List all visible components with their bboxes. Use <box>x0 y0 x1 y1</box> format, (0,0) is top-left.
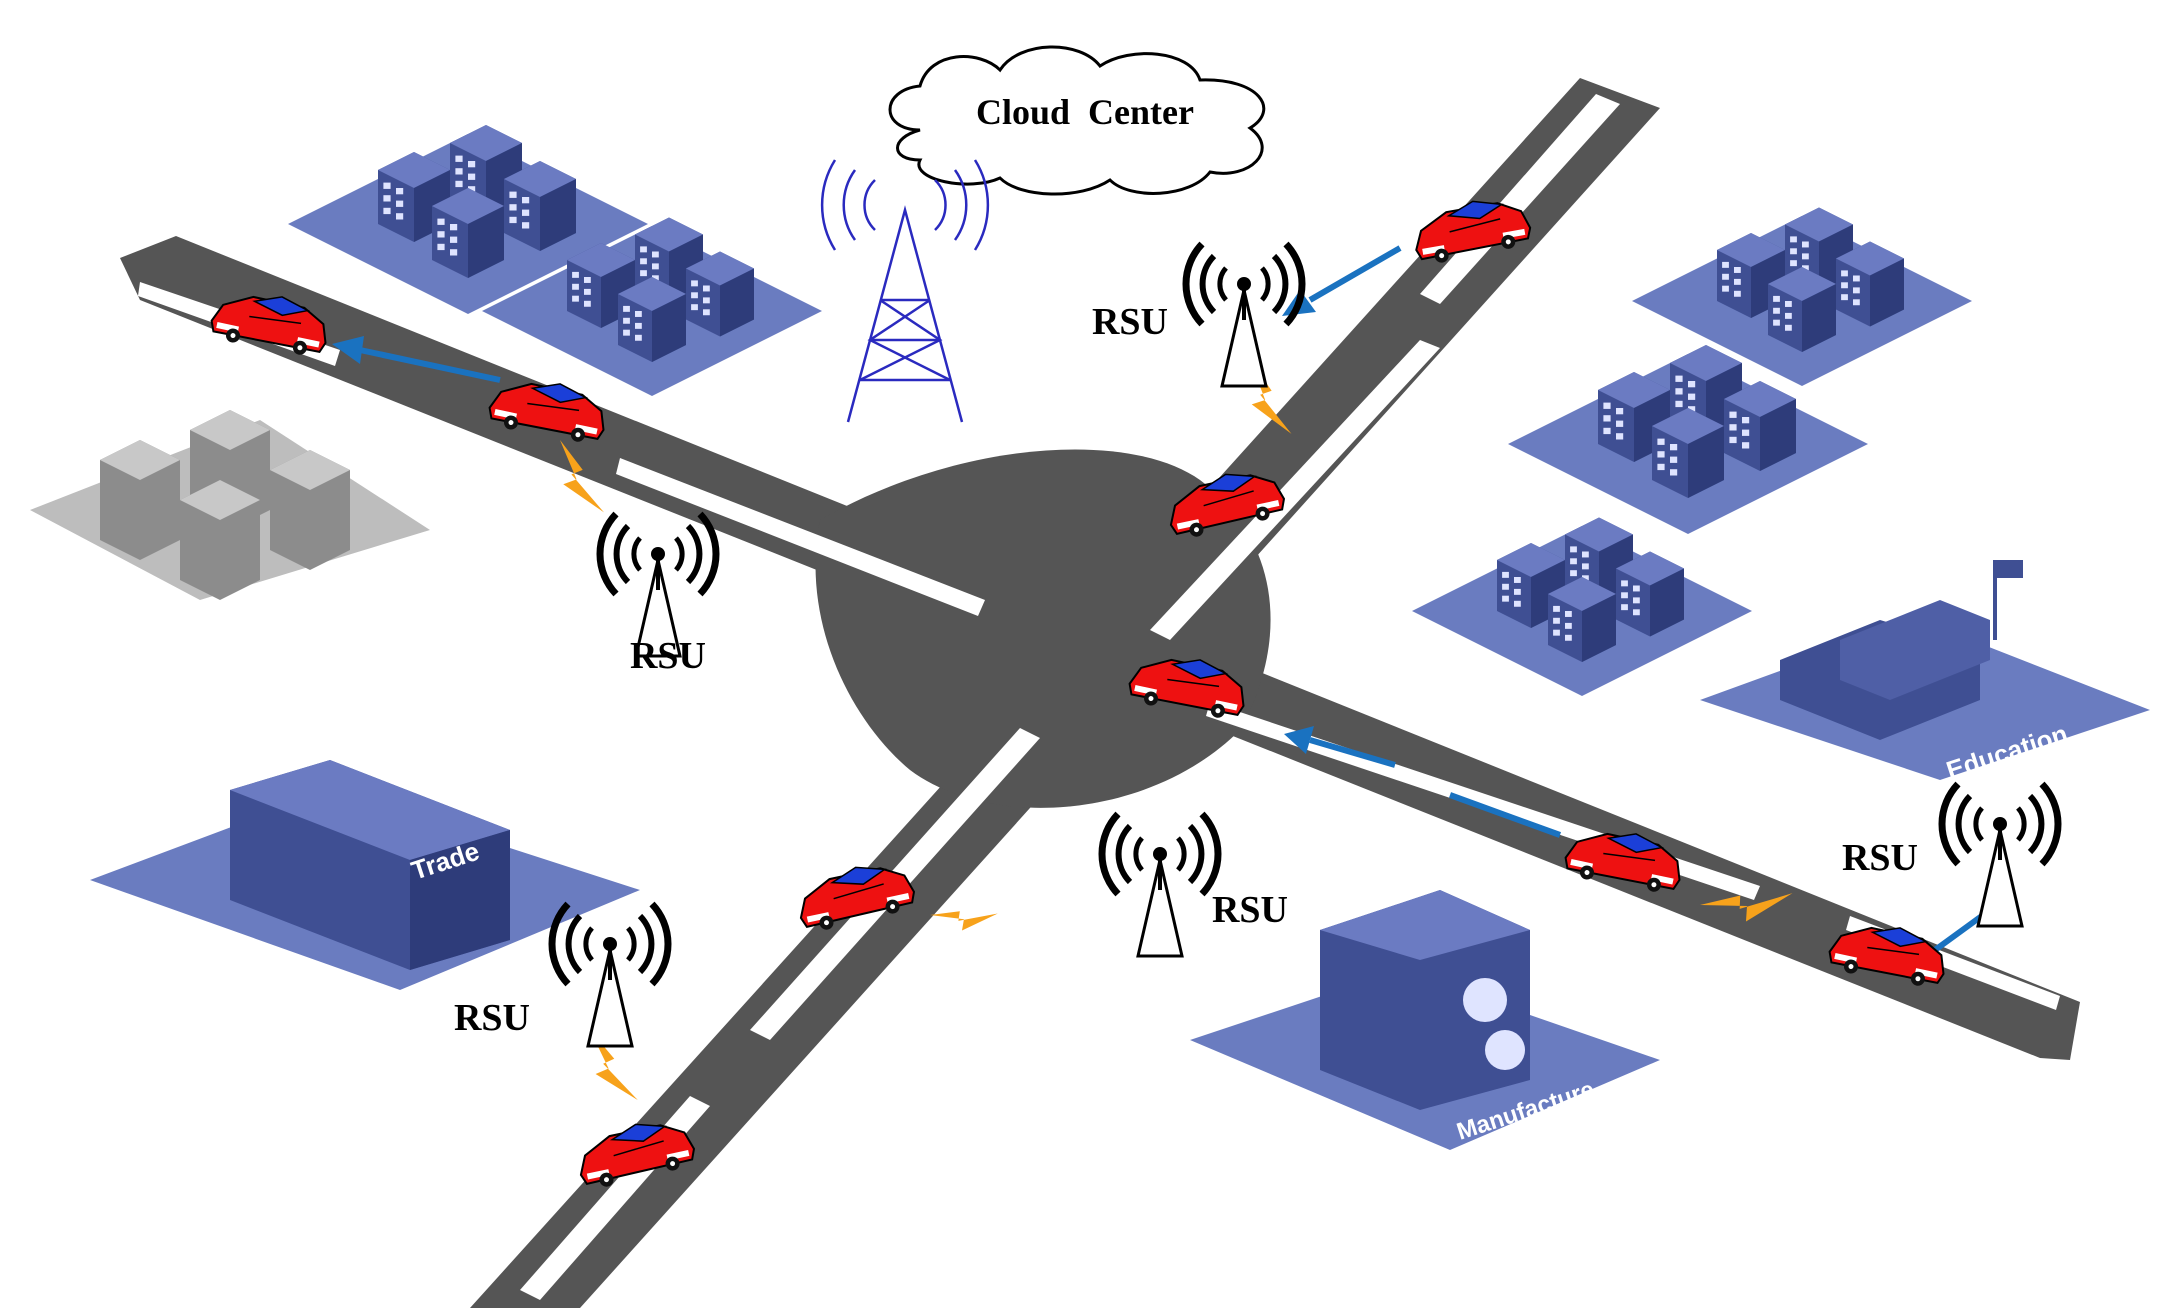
rsu-label-southwest: RSU <box>454 997 530 1039</box>
rsu-label-center: RSU <box>1212 889 1288 931</box>
education-building <box>1700 560 2150 780</box>
trade-building <box>90 760 640 990</box>
radio-tower-icon <box>820 159 990 423</box>
rsu-label-east: RSU <box>1842 837 1918 879</box>
cloud-label: Cloud Center <box>976 92 1194 132</box>
rsu-label-north: RSU <box>1092 301 1168 343</box>
rsu-label-west: RSU <box>630 635 706 677</box>
manufacture-building <box>1190 890 1660 1150</box>
residential-cluster-icon <box>30 410 430 600</box>
